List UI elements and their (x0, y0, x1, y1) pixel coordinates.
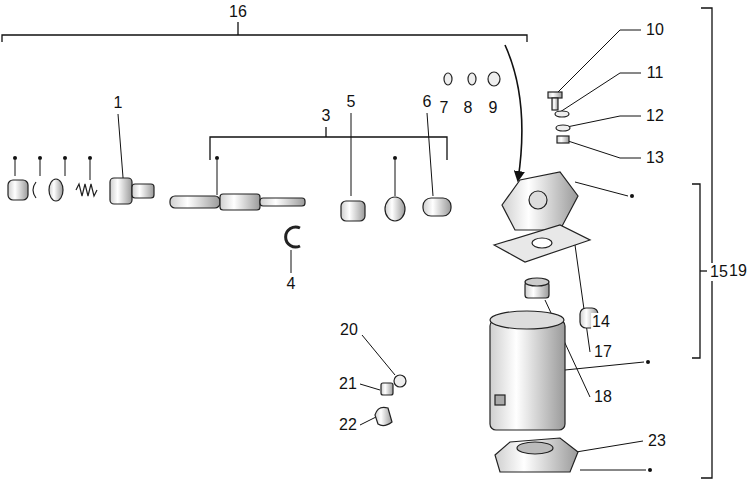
callout-number: 21 (338, 375, 358, 393)
callout-number: 11 (646, 64, 665, 82)
callout-number: 22 (338, 416, 358, 434)
callout-number: 6 (422, 93, 433, 111)
callout-number: 16 (228, 3, 248, 21)
callout-number: 17 (593, 343, 613, 361)
callout-number: 10 (645, 21, 665, 39)
callout-number: 18 (593, 388, 613, 406)
callout-number: 20 (339, 321, 359, 339)
callout-number: 13 (645, 149, 665, 167)
callout-number: 15 (709, 263, 729, 281)
callout-number: 7 (439, 99, 450, 117)
callout-number: 4 (286, 275, 297, 293)
callout-number: 12 (645, 107, 665, 125)
callout-number: 14 (591, 313, 611, 331)
callout-number: 8 (463, 99, 474, 117)
callout-number: 1 (113, 94, 124, 112)
callout-number: 9 (488, 99, 499, 117)
callout-number: 5 (346, 93, 357, 111)
callout-number: 19 (728, 262, 748, 280)
callout-number: 3 (321, 107, 332, 125)
callout-number: 23 (647, 432, 667, 450)
